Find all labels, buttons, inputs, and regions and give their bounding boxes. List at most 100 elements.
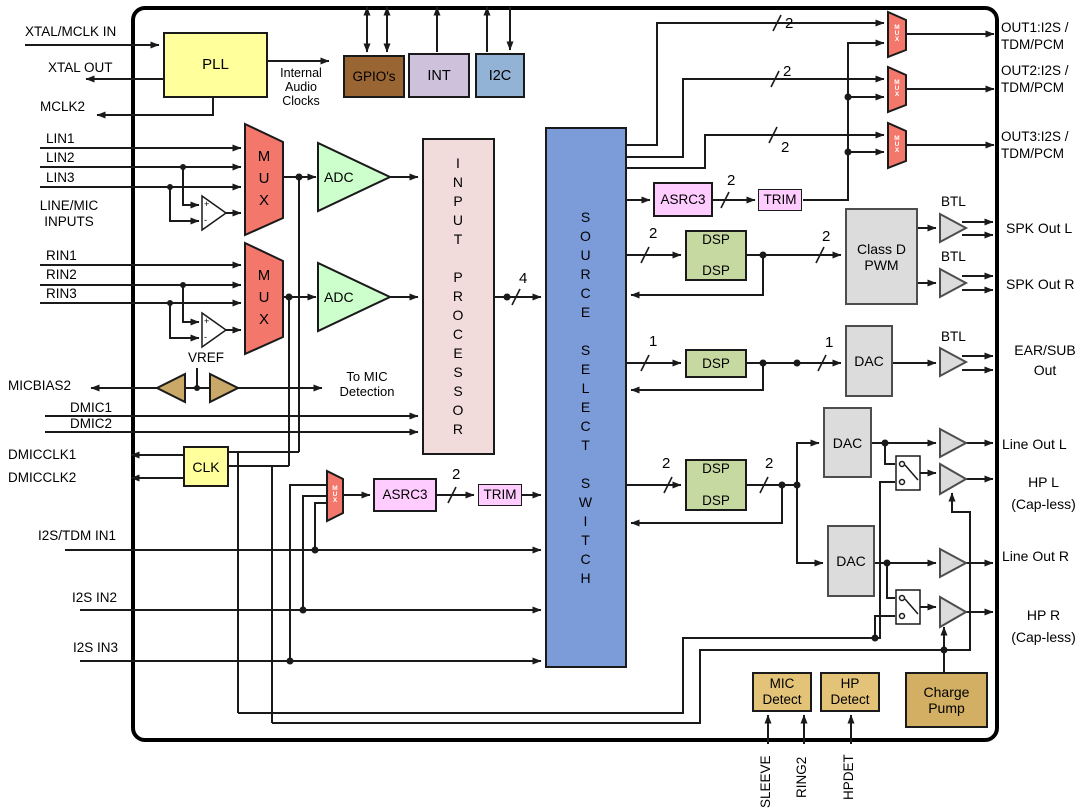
wire-clk-route2 xyxy=(229,300,290,723)
bus-ear-out: 1 xyxy=(825,334,834,351)
mux-right-label: M U X xyxy=(257,267,271,328)
line-amp-l xyxy=(939,427,969,459)
dsp-spk-b-block: DSP xyxy=(685,256,747,281)
mux-asrc-shape xyxy=(326,469,344,523)
wire-rin3-tap xyxy=(169,303,200,342)
hp-detect-block: HP Detect xyxy=(820,672,880,712)
mux-out2-shape xyxy=(887,65,907,114)
bus-out1: 2 xyxy=(785,15,794,32)
wire-lin2-tap xyxy=(182,167,200,209)
input-processor-block: I N P U T P R O C E S S O R xyxy=(422,138,495,455)
wire-sss-out2 xyxy=(627,75,885,158)
bus-ear-in: 1 xyxy=(649,333,658,350)
pin-ring2: RING2 xyxy=(794,756,809,798)
mux-shapes xyxy=(244,10,907,523)
pin-mclk2: MCLK2 xyxy=(40,99,86,114)
line-amp-r xyxy=(939,547,969,579)
hp-amp-l xyxy=(939,462,969,496)
wire-i2s2-tap xyxy=(302,495,326,610)
pin-line-out-r: Line Out R xyxy=(1002,548,1069,564)
bus-spk-out: 2 xyxy=(822,228,831,245)
pin-i2s-in2: I2S IN2 xyxy=(72,590,118,605)
btl-label-2: BTL xyxy=(941,249,966,264)
pin-i2s-in3: I2S IN3 xyxy=(73,640,119,655)
class-d-pwm-block: Class D PWM xyxy=(845,208,918,305)
dac-ear-block: DAC xyxy=(845,325,893,397)
pin-i2s-tdm-in1: I2S/TDM IN1 xyxy=(38,528,117,543)
pin-dmicclk2: DMICCLK2 xyxy=(8,470,77,485)
pin-dmic1: DMIC1 xyxy=(70,400,113,415)
dsp-line-b-block: DSP xyxy=(685,486,747,511)
source-select-switch-block: S O U R C E S E L E C T S W I T C H xyxy=(545,127,627,668)
bus-line-in: 2 xyxy=(662,455,671,472)
wire-i2s1-tap xyxy=(314,502,326,550)
pin-dmicclk1: DMICCLK1 xyxy=(8,447,77,462)
pin-rin3: RIN3 xyxy=(46,286,77,301)
bus-asrc3-bottom: 2 xyxy=(452,466,461,483)
bus-out3: 2 xyxy=(781,139,790,156)
pin-dmic2: DMIC2 xyxy=(70,416,113,431)
mux-out2-label: M U X xyxy=(894,79,900,98)
wire-bypass1 xyxy=(238,481,895,714)
pin-hp-l: HP L (Cap-less) xyxy=(1011,474,1076,512)
to-mic-detection-label: To MIC Detection xyxy=(339,369,395,399)
mic-detect-block: MIC Detect xyxy=(752,672,812,712)
wire-chargepump-rail xyxy=(272,649,945,724)
dac-line-l-block: DAC xyxy=(823,407,872,478)
wire-dacr-switch xyxy=(886,563,895,599)
pin-hp-r: HP R (Cap-less) xyxy=(1011,607,1076,645)
charge-pump-block: Charge Pump xyxy=(905,672,988,728)
hp-switch-r xyxy=(895,589,921,625)
mux-out3-label: M U X xyxy=(894,135,900,154)
btl-label-1: BTL xyxy=(941,194,966,209)
wires xyxy=(25,6,995,744)
opamp-r-plus: + xyxy=(204,316,210,326)
pin-rin1: RIN1 xyxy=(46,248,77,263)
bus-out2: 2 xyxy=(783,63,792,80)
pin-spk-out-l: SPK Out L xyxy=(1006,220,1073,236)
pin-spk-out-r: SPK Out R xyxy=(1006,276,1075,292)
int-block: INT xyxy=(408,53,470,98)
bus-slashes xyxy=(447,14,827,504)
vref-label: VREF xyxy=(188,350,225,365)
pin-sleeve: SLEEVE xyxy=(758,755,773,808)
dac-line-r-block: DAC xyxy=(827,525,875,597)
trim-top-block: TRIM xyxy=(758,189,802,211)
mux-asrc-label: M U X xyxy=(332,485,338,504)
pin-line-out-l: Line Out L xyxy=(1002,436,1067,452)
asrc3-bottom-block: ASRC3 xyxy=(373,478,437,512)
btl-amp-ear xyxy=(939,346,969,378)
opamp-left xyxy=(201,194,228,232)
mux-right-shape xyxy=(244,241,284,356)
hp-switch-l xyxy=(895,455,921,491)
pin-hpdet: HPDET xyxy=(841,754,856,800)
pin-lin2: LIN2 xyxy=(46,150,75,165)
bus-spk-in: 2 xyxy=(649,225,658,242)
wire-rin2-tap xyxy=(182,285,200,326)
adc-left-label: ADC xyxy=(324,169,354,185)
wire-sss-out3 xyxy=(627,131,885,169)
opamp-r-minus: - xyxy=(204,332,207,342)
btl-label-3: BTL xyxy=(941,329,966,344)
opamp-l-minus: - xyxy=(204,215,207,225)
amp-triangles xyxy=(939,212,969,629)
btl-amp-spkl xyxy=(939,212,969,244)
wire-to-dacr xyxy=(796,485,824,567)
line-mic-inputs-label: LINE/MIC INPUTS xyxy=(39,198,99,229)
mux-out1-label: M U X xyxy=(894,24,900,43)
opamp-right xyxy=(201,311,228,349)
dsp-ear-block: DSP xyxy=(685,349,747,378)
pin-lin1: LIN1 xyxy=(46,131,75,146)
wire-line-feedback xyxy=(630,485,783,527)
wire-ear-feedback xyxy=(630,363,764,394)
mux-out3-shape xyxy=(887,121,907,170)
pll-block: PLL xyxy=(163,32,268,98)
wire-bypass1b xyxy=(874,615,895,638)
clk-block: CLK xyxy=(183,446,229,487)
wire-cp-to-hpl xyxy=(944,492,971,651)
wire-clk-route1 xyxy=(229,180,300,713)
adc-left-triangle xyxy=(317,141,393,213)
pin-xtal-out: XTAL OUT xyxy=(48,60,113,75)
pin-xtal-mclk-in: XTAL/MCLK IN xyxy=(25,24,117,39)
pin-lin3: LIN3 xyxy=(46,170,75,185)
